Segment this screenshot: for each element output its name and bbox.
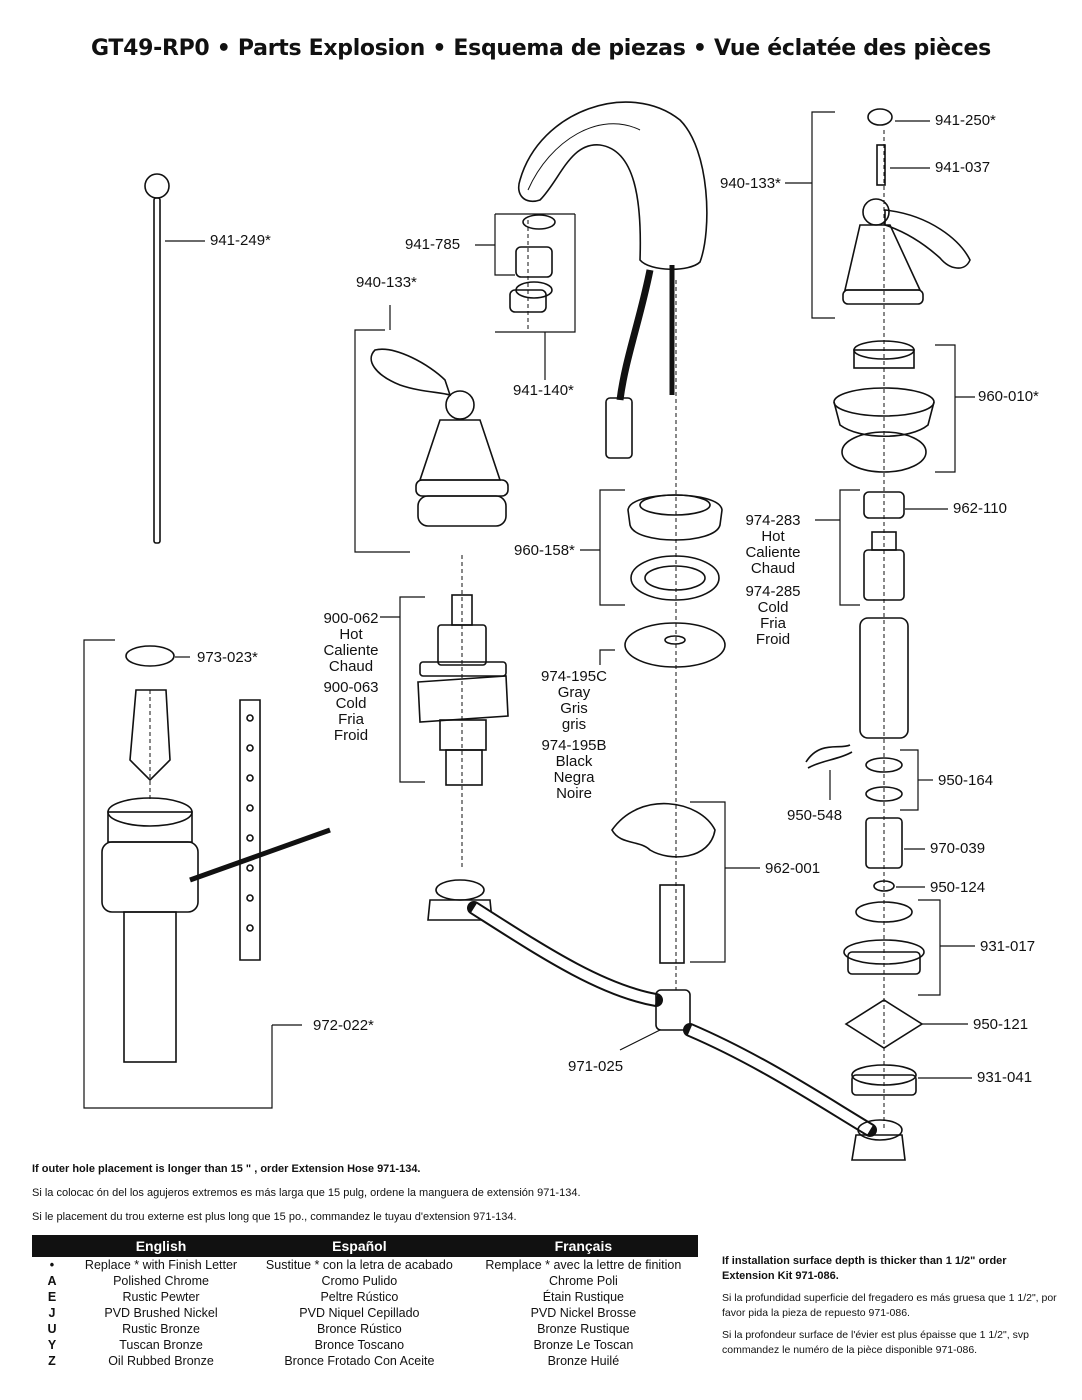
retaining-clip — [805, 744, 853, 769]
finish-table-header-spanish: Español — [250, 1235, 469, 1257]
label-960-010: 960-010* — [978, 388, 1039, 405]
lift-rod — [144, 173, 170, 544]
page-title: GT49-RP0 • Parts Explosion • Esquema de … — [91, 36, 991, 61]
label-973-023: 973-023* — [197, 649, 258, 666]
label-940-133-left: 940-133* — [356, 274, 417, 291]
label-950-124: 950-124 — [930, 879, 986, 896]
note-english: If outer hole placement is longer than 1… — [32, 1163, 421, 1175]
drain-assembly — [101, 645, 331, 1063]
finish-table: English Español Français •Replace * with… — [32, 1235, 698, 1369]
finish-table-header-french: Français — [468, 1235, 698, 1257]
label-950-548: 950-548 — [787, 807, 843, 824]
label-941-250: 941-250* — [935, 112, 996, 129]
label-931-017: 931-017 — [980, 938, 1036, 955]
side-note-spanish: Si la profundidad superficie del fregade… — [722, 1292, 1057, 1319]
label-971-025: 971-025 — [568, 1058, 624, 1075]
extension-hose-notes: If outer hole placement is longer than 1… — [32, 1162, 581, 1234]
center-escutcheon — [624, 494, 726, 668]
label-950-164: 950-164 — [938, 772, 994, 789]
label-940-133-right: 940-133* — [720, 175, 781, 192]
aerator-parts — [509, 214, 556, 313]
right-handle — [842, 108, 971, 305]
label-962-110: 962-110 — [953, 500, 1007, 517]
label-960-158: 960-158* — [514, 542, 575, 559]
note-french: Si le placement du trou externe est plus… — [32, 1211, 517, 1223]
finish-table-header-code — [32, 1235, 72, 1257]
side-note-english: If installation surface depth is thicker… — [722, 1255, 1007, 1282]
callout-lines — [83, 111, 975, 1109]
side-note-french: Si la profondeur surface de l'évier est … — [722, 1329, 1029, 1356]
mounting-bracket — [611, 802, 716, 964]
label-962-001: 962-001 — [765, 860, 821, 877]
label-941-785: 941-785 — [405, 236, 461, 253]
left-handle — [370, 348, 509, 527]
right-escutcheon — [833, 340, 935, 473]
note-spanish: Si la colocac ón del los agujeros extrem… — [32, 1187, 581, 1199]
label-970-039: 970-039 — [930, 840, 986, 857]
left-valve — [417, 594, 509, 786]
label-950-121: 950-121 — [973, 1016, 1029, 1033]
finish-table-header-english: English — [72, 1235, 251, 1257]
spout — [518, 101, 708, 459]
label-941-140: 941-140* — [513, 382, 574, 399]
label-972-022: 972-022* — [313, 1017, 374, 1034]
label-931-041: 931-041 — [977, 1069, 1033, 1086]
label-941-249: 941-249* — [210, 232, 271, 249]
extension-kit-notes: If installation surface depth is thicker… — [722, 1254, 1062, 1365]
label-941-037: 941-037 — [935, 159, 991, 176]
right-valve — [843, 491, 925, 1096]
waterway-hose — [427, 879, 906, 1161]
